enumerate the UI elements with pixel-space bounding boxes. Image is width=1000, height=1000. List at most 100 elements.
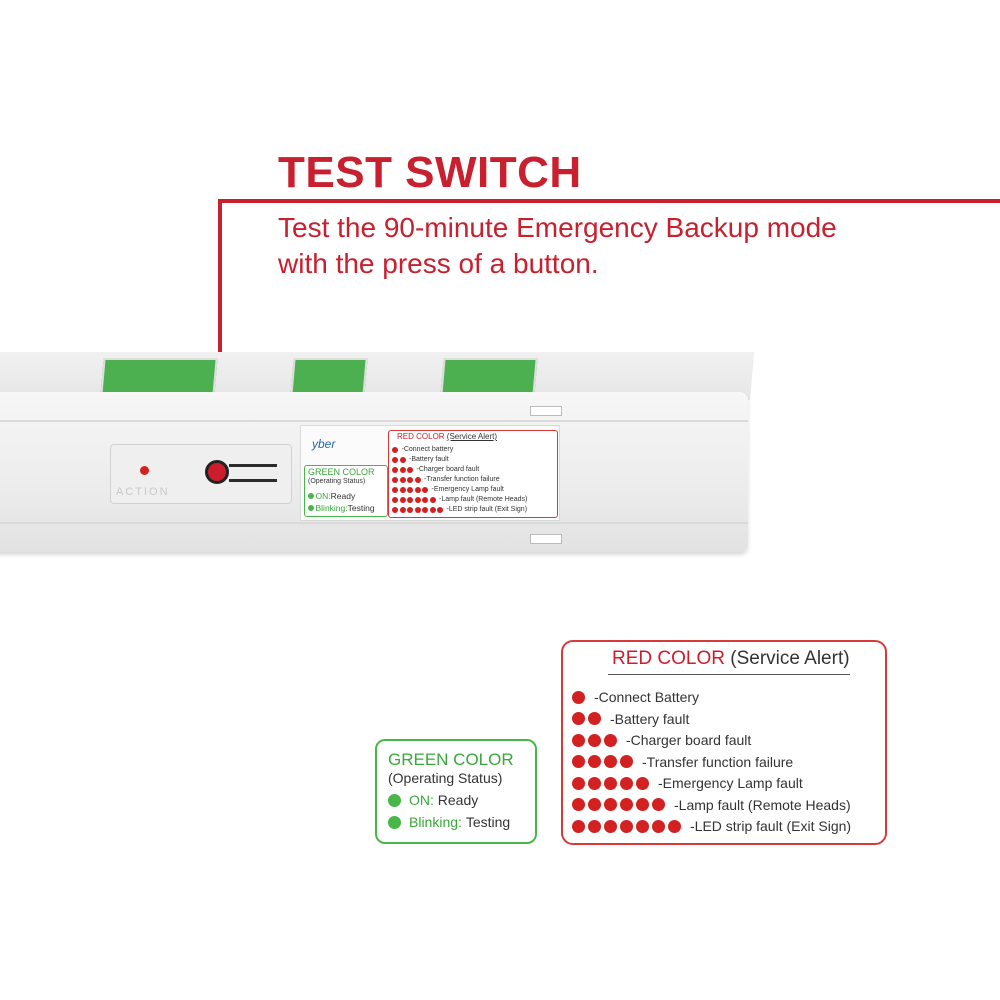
brand-logo: yber	[312, 437, 336, 451]
vent-opening	[290, 358, 368, 396]
red-dot-icon	[422, 506, 428, 513]
red-dot-icon	[636, 798, 649, 811]
red-dot-icon	[636, 819, 649, 833]
red-dot-icon	[399, 456, 406, 463]
red-dot-icon	[572, 776, 585, 790]
device-seam	[0, 420, 748, 422]
red-legend-row: -LED strip fault (Exit Sign)	[572, 816, 851, 836]
green-legend-row: ON: Ready	[388, 790, 478, 810]
red-dot-icon	[604, 776, 617, 790]
green-dot-icon	[388, 815, 401, 829]
red-dot-icon	[572, 733, 585, 747]
red-dot-icon	[399, 476, 406, 483]
green-dot-icon	[308, 505, 314, 511]
red-dot-icon	[572, 712, 585, 725]
status-led-icon	[140, 466, 149, 475]
red-dot-icon	[572, 819, 585, 833]
red-legend-text: -Charger board fault	[626, 732, 752, 748]
mounting-clip	[530, 534, 562, 544]
vent-opening	[100, 358, 218, 396]
green-legend-title: GREEN COLOR	[388, 750, 514, 769]
red-dot-icon	[588, 798, 601, 811]
red-dot-icon	[604, 798, 617, 811]
device-red-row: -LED strip fault (Exit Sign)	[392, 505, 527, 514]
red-legend-row: -Lamp fault (Remote Heads)	[572, 795, 851, 815]
red-legend-title: RED COLOR (Service Alert)	[397, 432, 498, 441]
red-dot-icon	[407, 486, 413, 493]
red-dot-icon	[392, 476, 398, 483]
red-dot-icon	[620, 819, 633, 833]
red-dot-icon	[604, 755, 617, 768]
mounting-clip	[530, 406, 562, 416]
green-legend-row: ON:Ready	[308, 491, 355, 501]
red-dot-icon	[414, 486, 421, 493]
red-dot-icon	[588, 755, 601, 768]
red-dot-icon	[392, 456, 398, 463]
red-dot-icon	[604, 819, 617, 833]
red-dot-icon	[392, 496, 398, 503]
red-dot-icon	[429, 506, 436, 513]
device-red-text: -Connect battery	[401, 446, 454, 453]
red-dot-icon	[437, 506, 443, 513]
red-dot-icon	[407, 496, 413, 503]
red-dot-icon	[604, 733, 617, 747]
red-legend-text: -Lamp fault (Remote Heads)	[674, 796, 851, 813]
red-dot-icon	[407, 506, 413, 513]
green-legend-subtitle: (Operating Status)	[388, 770, 503, 786]
red-dot-icon	[652, 798, 665, 811]
device-red-row: -Transfer function failure	[392, 475, 500, 484]
red-legend-text: -Battery fault	[610, 710, 690, 727]
red-legend-row: -Battery fault	[572, 709, 689, 729]
red-legend-row: -Emergency Lamp fault	[572, 773, 803, 793]
red-dot-icon	[399, 496, 406, 503]
feature-description: Test the 90-minute Emergency Backup mode…	[278, 212, 837, 279]
red-dot-icon	[652, 819, 665, 833]
red-dot-icon	[399, 486, 406, 493]
device-red-legend: RED COLOR (Service Alert) -Connect batte…	[388, 430, 558, 518]
red-legend-row: -Charger board fault	[572, 730, 751, 750]
red-dot-icon	[414, 496, 421, 503]
callout-line-vertical	[218, 199, 222, 467]
switch-slot	[229, 479, 277, 482]
red-dot-icon	[620, 776, 633, 790]
page-title: TEST SWITCH	[278, 148, 582, 197]
green-dot-icon	[388, 793, 401, 807]
green-legend-row: Blinking: Testing	[388, 812, 510, 832]
red-dot-icon	[588, 776, 601, 790]
red-dot-icon	[588, 733, 601, 747]
red-dot-icon	[414, 476, 421, 483]
vent-opening	[440, 358, 538, 396]
red-dot-icon	[392, 446, 398, 453]
device-green-legend: GREEN COLOR (Operating Status) ON:Ready …	[304, 465, 388, 517]
red-dot-icon	[429, 496, 436, 503]
red-legend-title: RED COLOR (Service Alert)	[612, 648, 850, 669]
red-dot-icon	[407, 466, 413, 473]
green-dot-icon	[308, 493, 314, 499]
red-dot-icon	[414, 506, 421, 513]
red-dot-icon	[668, 819, 681, 833]
device-red-text: -Emergency Lamp fault	[431, 486, 504, 493]
device-red-text: -Transfer function failure	[424, 476, 500, 483]
device-red-row: -Emergency Lamp fault	[392, 485, 504, 494]
red-dot-icon	[572, 690, 585, 704]
test-switch-button[interactable]	[205, 460, 229, 484]
red-legend-text: -Transfer function failure	[642, 753, 794, 770]
device-red-row: -Battery fault	[392, 455, 449, 464]
device-red-row: -Lamp fault (Remote Heads)	[392, 495, 527, 504]
device-red-row: -Charger board fault	[392, 465, 479, 474]
red-legend-text: -LED strip fault (Exit Sign)	[690, 818, 852, 834]
red-dot-icon	[588, 819, 601, 833]
red-dot-icon	[620, 798, 633, 811]
action-label: ACTION	[116, 486, 170, 498]
red-dot-icon	[636, 776, 649, 790]
device-red-text: -Charger board fault	[416, 466, 480, 473]
red-dot-icon	[399, 506, 406, 513]
device-red-text: -LED strip fault (Exit Sign)	[446, 506, 528, 513]
green-legend-title: GREEN COLOR	[308, 467, 375, 477]
switch-slot	[229, 464, 277, 467]
red-dot-icon	[392, 486, 398, 493]
red-dot-icon	[572, 798, 585, 811]
red-legend-text: -Emergency Lamp fault	[658, 775, 803, 791]
red-dot-icon	[422, 496, 428, 503]
green-legend-subtitle: (Operating Status)	[308, 478, 366, 485]
